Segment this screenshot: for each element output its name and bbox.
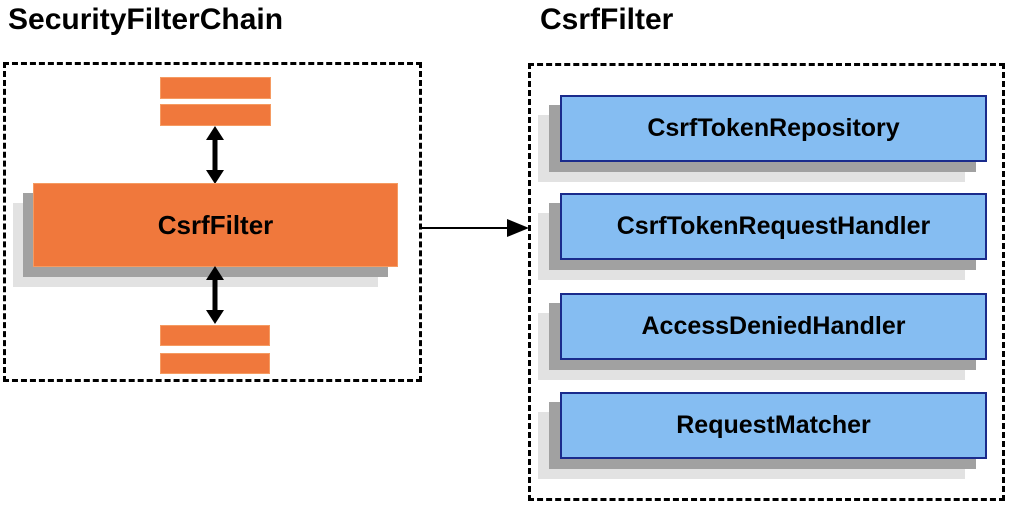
component-box-access-denied-handler: AccessDeniedHandler [560, 293, 987, 360]
component-box-csrf-token-request-handler: CsrfTokenRequestHandler [560, 193, 987, 260]
double-arrow-icon [206, 266, 224, 324]
component-label: CsrfTokenRepository [647, 114, 900, 142]
component-label: AccessDeniedHandler [641, 312, 906, 340]
filter-bar [160, 325, 270, 346]
csrf-filter-box-label: CsrfFilter [157, 209, 274, 240]
security-filter-chain-container [3, 62, 422, 382]
csrf-filter-box: CsrfFilter [33, 183, 398, 267]
security-filter-chain-title: SecurityFilterChain [8, 3, 284, 36]
filter-bar [160, 353, 270, 374]
filter-bar [160, 77, 271, 99]
double-arrow-icon [206, 126, 224, 184]
component-box-csrf-token-repository: CsrfTokenRepository [560, 95, 987, 162]
component-label: RequestMatcher [676, 411, 871, 439]
flow-arrow-icon [422, 219, 529, 237]
component-label: CsrfTokenRequestHandler [616, 212, 931, 240]
component-box-request-matcher: RequestMatcher [560, 392, 987, 459]
filter-bar [160, 104, 271, 126]
csrf-filter-container [528, 63, 1005, 501]
csrf-filter-title: CsrfFilter [540, 3, 674, 36]
